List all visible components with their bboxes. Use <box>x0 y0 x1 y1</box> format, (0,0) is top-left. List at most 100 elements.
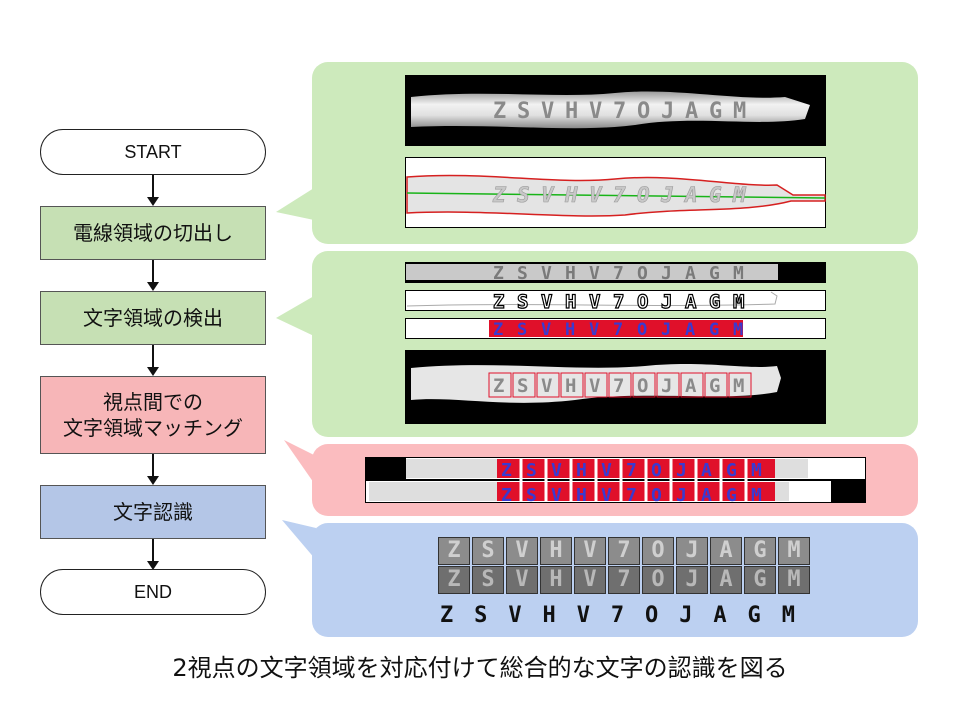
step-matching-label-1: 視点間での <box>103 390 203 414</box>
result-char: J <box>679 603 693 628</box>
pointer-4 <box>282 520 316 560</box>
svg-text:O: O <box>637 320 647 340</box>
svg-text:M: M <box>733 320 743 340</box>
svg-text:J: J <box>676 460 687 481</box>
arrow-2 <box>147 260 159 291</box>
tile: M <box>778 566 810 594</box>
svg-text:O: O <box>637 291 648 313</box>
svg-text:H: H <box>576 485 587 503</box>
tile: O <box>642 537 674 565</box>
svg-text:M: M <box>733 99 746 124</box>
svg-text:V: V <box>589 263 600 284</box>
tiles-lower: Z S V H V 7 O J A G M <box>438 566 810 594</box>
svg-text:H: H <box>565 291 576 313</box>
svg-text:S: S <box>517 183 530 207</box>
svg-text:A: A <box>685 99 698 124</box>
svg-text:Z: Z <box>493 263 504 284</box>
tile: V <box>574 566 606 594</box>
step-wire-extraction: 電線領域の切出し <box>40 206 266 260</box>
step-recognition: 文字認識 <box>40 485 266 539</box>
arrow-3 <box>147 345 159 376</box>
svg-text:Z: Z <box>501 485 512 503</box>
tile: V <box>506 566 538 594</box>
svg-text:J: J <box>660 183 674 207</box>
svg-text:H: H <box>565 99 578 124</box>
svg-text:G: G <box>709 99 722 124</box>
svg-text:7: 7 <box>626 485 637 503</box>
svg-text:J: J <box>661 99 674 124</box>
svg-text:V: V <box>541 263 552 284</box>
svg-text:V: V <box>589 99 602 124</box>
svg-text:7: 7 <box>613 99 626 124</box>
result-char: H <box>542 603 556 628</box>
svg-text:Z: Z <box>493 375 504 397</box>
svg-text:J: J <box>661 320 671 340</box>
step-matching: 視点間での 文字領域マッチング <box>40 376 266 454</box>
svg-text:V: V <box>541 320 551 340</box>
svg-text:M: M <box>733 263 744 284</box>
svg-text:H: H <box>576 460 587 481</box>
tile: J <box>676 566 708 594</box>
svg-text:H: H <box>565 375 576 397</box>
result-char: S <box>474 603 488 628</box>
tile: H <box>540 537 572 565</box>
svg-text:V: V <box>541 375 552 397</box>
svg-text:V: V <box>589 375 600 397</box>
svg-text:G: G <box>709 291 720 313</box>
result-char: O <box>645 603 659 628</box>
arrow-1 <box>147 175 159 206</box>
svg-text:J: J <box>661 291 672 313</box>
tiles-upper: Z S V H V 7 O J A G M <box>438 537 810 565</box>
svg-text:A: A <box>685 291 697 313</box>
result-char: M <box>781 603 795 628</box>
tile: G <box>744 566 776 594</box>
svg-text:7: 7 <box>613 183 626 207</box>
svg-text:Z: Z <box>493 99 506 124</box>
result-char: V <box>576 603 590 628</box>
svg-text:G: G <box>709 375 720 397</box>
step-recognition-label: 文字認識 <box>113 500 193 524</box>
svg-text:O: O <box>637 183 650 207</box>
svg-text:S: S <box>517 320 527 340</box>
svg-text:7: 7 <box>613 320 623 340</box>
svg-text:Z: Z <box>493 320 503 340</box>
svg-text:G: G <box>709 320 719 340</box>
svg-text:V: V <box>551 460 562 481</box>
svg-text:S: S <box>517 375 528 397</box>
result-char: 7 <box>610 603 625 628</box>
svg-text:O: O <box>637 375 648 397</box>
svg-text:7: 7 <box>613 291 624 313</box>
svg-text:J: J <box>676 485 687 503</box>
pointer-2 <box>276 296 314 336</box>
start-label: START <box>124 142 182 162</box>
svg-text:M: M <box>751 485 762 503</box>
svg-text:M: M <box>732 183 747 207</box>
tile: A <box>710 566 742 594</box>
caption: 2視点の文字領域を対応付けて総合的な文字の認識を図る <box>172 654 788 682</box>
svg-text:J: J <box>661 263 672 284</box>
svg-text:M: M <box>733 291 744 313</box>
svg-text:Z: Z <box>501 460 512 481</box>
svg-text:M: M <box>733 375 744 397</box>
svg-text:7: 7 <box>626 460 637 481</box>
svg-text:J: J <box>661 375 672 397</box>
match-column-dividers <box>519 459 748 501</box>
svg-text:V: V <box>601 460 612 481</box>
step-char-detection-label: 文字領域の検出 <box>83 306 223 330</box>
tile: 7 <box>608 566 640 594</box>
svg-text:S: S <box>526 485 537 503</box>
tile: 7 <box>608 537 640 565</box>
svg-text:V: V <box>541 291 552 313</box>
svg-text:V: V <box>601 485 612 503</box>
result-char: V <box>508 603 522 628</box>
tile: G <box>744 537 776 565</box>
svg-text:A: A <box>701 460 712 481</box>
